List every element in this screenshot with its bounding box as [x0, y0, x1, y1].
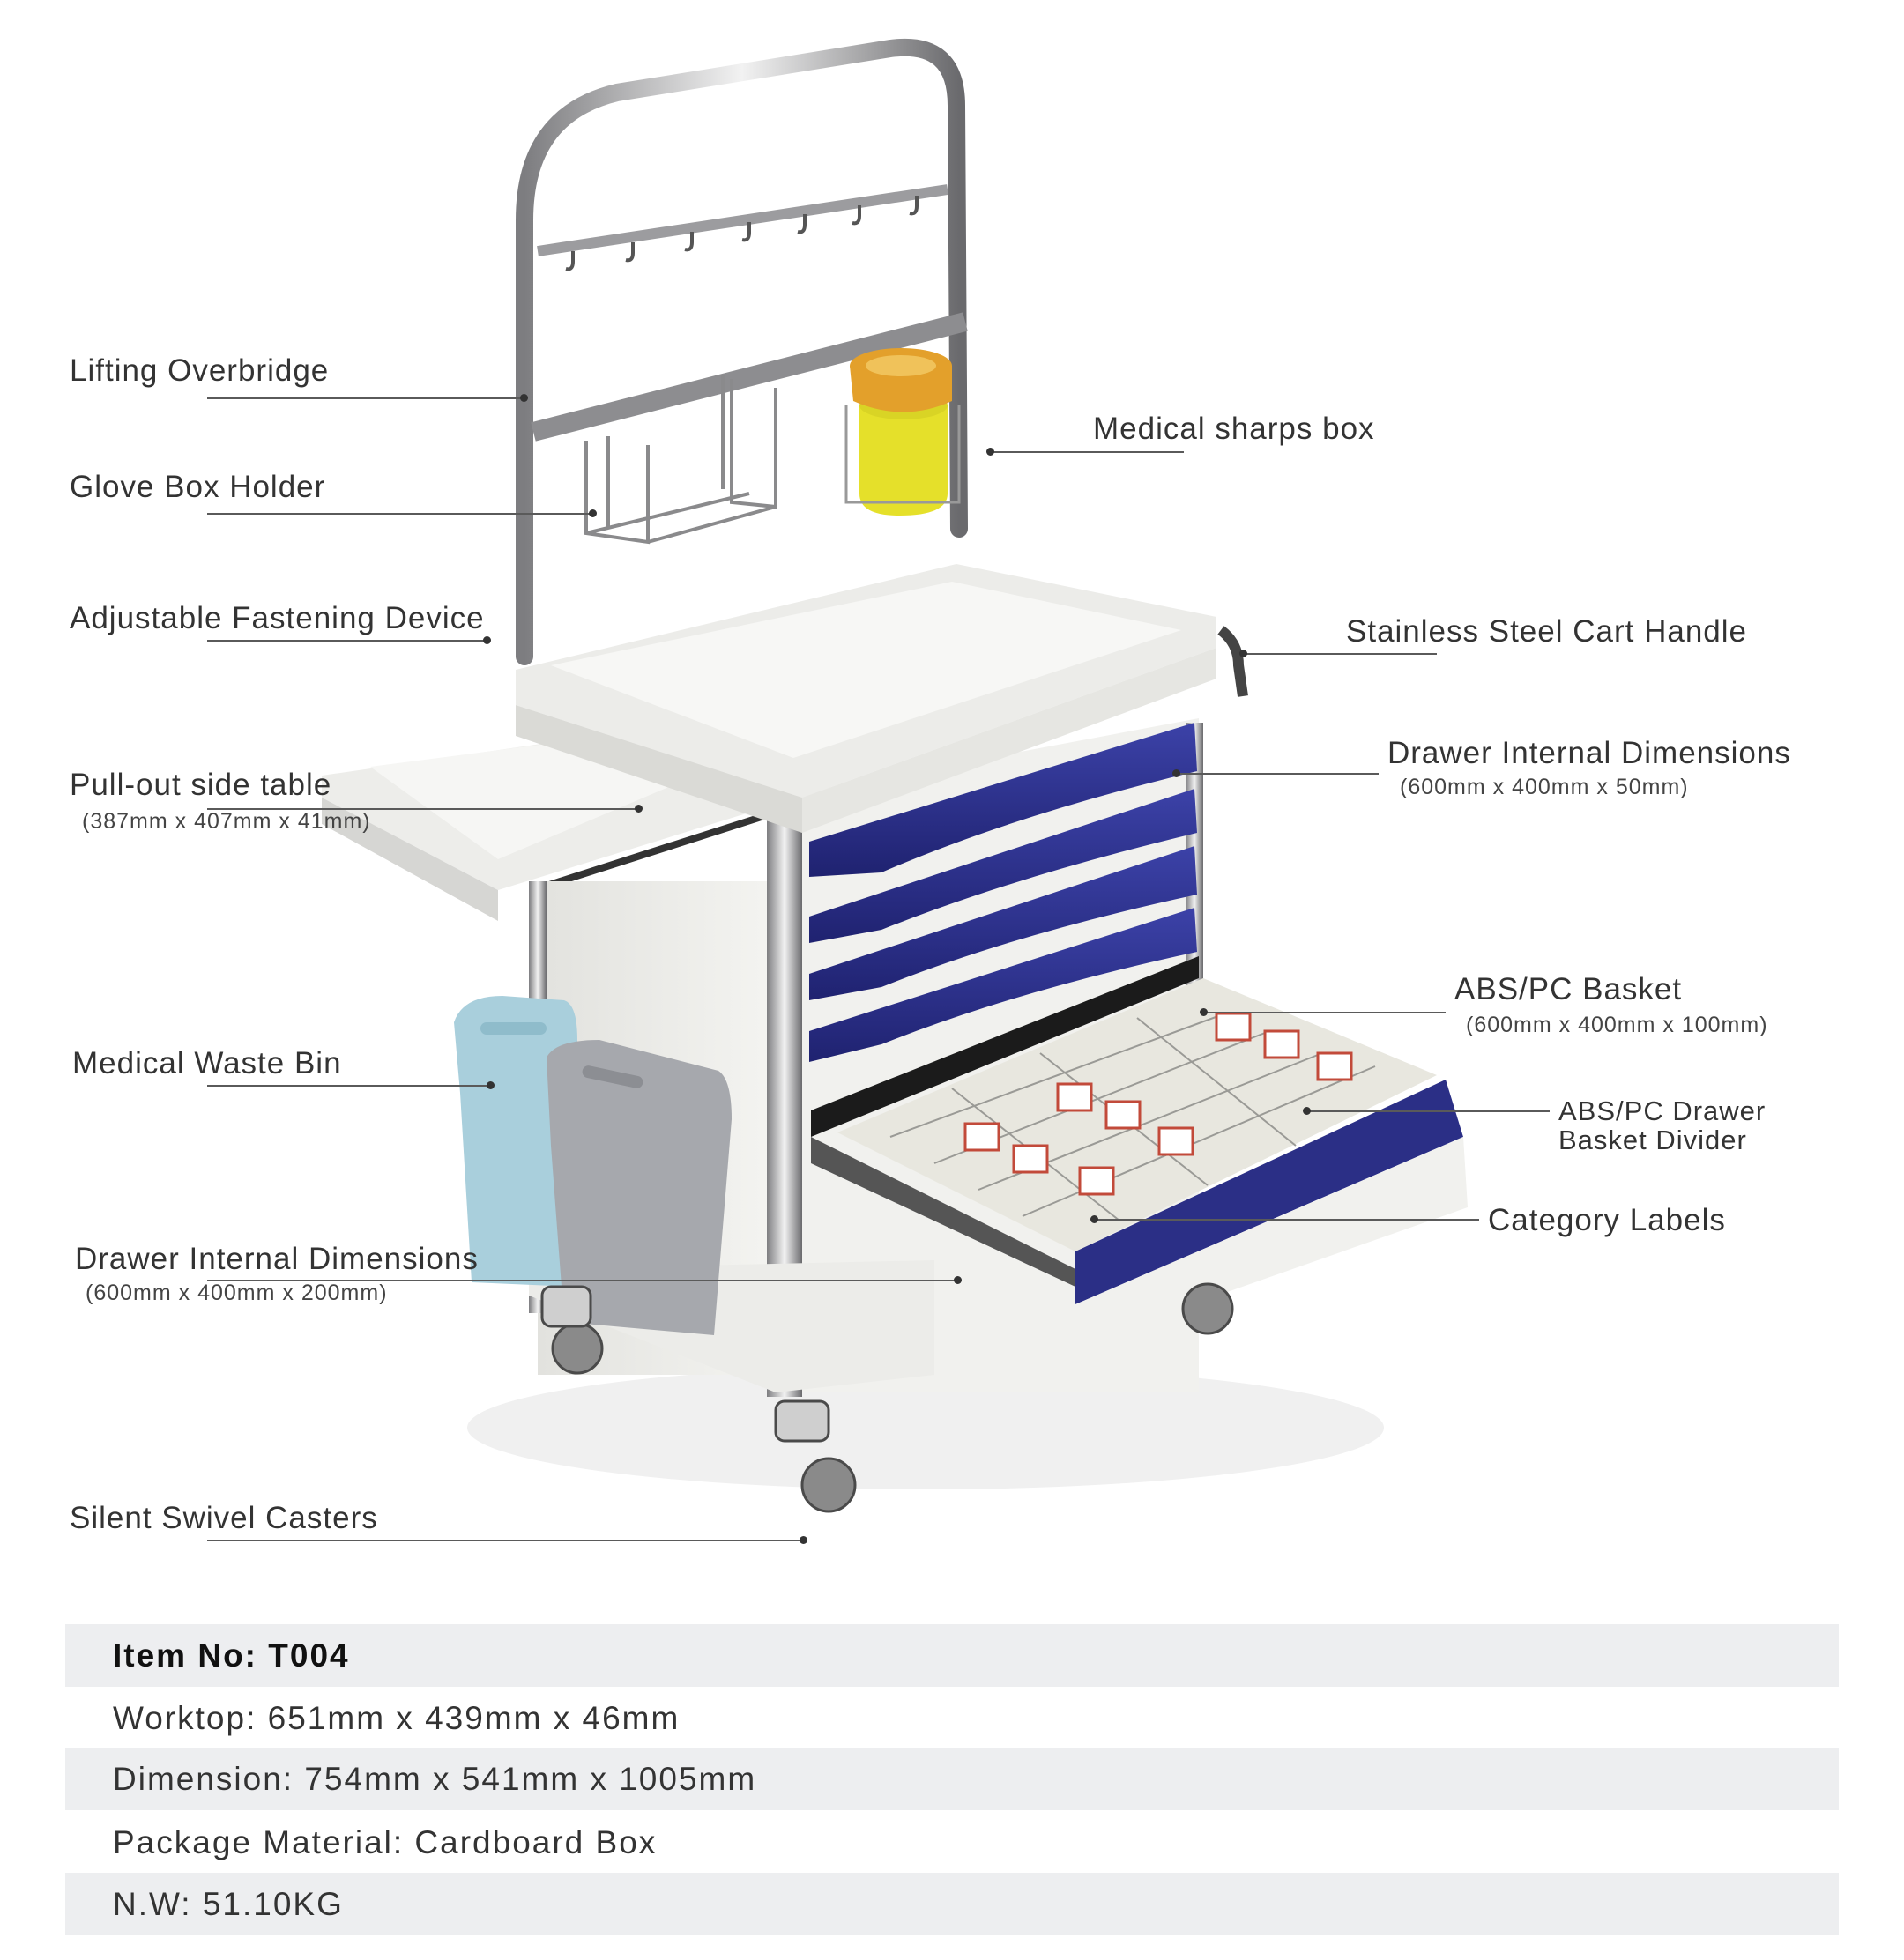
accessory-rail	[531, 312, 968, 442]
leader-line	[207, 1085, 491, 1087]
leader-line	[207, 640, 487, 642]
casters	[540, 1282, 1234, 1513]
leader-dot	[1239, 650, 1247, 657]
callout-basket-divider-line2: Basket Divider	[1558, 1125, 1747, 1155]
leader-dot	[1200, 1008, 1208, 1016]
leader-dot	[986, 448, 994, 456]
leader-line	[990, 451, 1184, 453]
leader-line	[207, 513, 593, 515]
spec-row-worktop: Worktop: 651mm x 439mm x 46mm	[65, 1687, 1839, 1749]
waste-bins	[454, 996, 732, 1335]
leader-line	[207, 1540, 804, 1541]
callout-drawer-internal-small-dim: (600mm x 400mm x 50mm)	[1400, 775, 1689, 799]
leader-line	[207, 1280, 958, 1281]
hook-bar	[537, 184, 948, 256]
overbridge-frame	[516, 38, 968, 665]
callout-glove-box-holder: Glove Box Holder	[70, 470, 326, 504]
leader-line	[1176, 773, 1379, 775]
leader-dot	[1172, 769, 1180, 777]
leader-dot	[635, 805, 643, 813]
floor-shadow	[467, 1366, 1384, 1489]
callout-pullout-side-table: Pull-out side table	[70, 768, 332, 802]
leader-line	[1094, 1219, 1479, 1221]
sharps-box	[844, 348, 961, 516]
worktop-shape	[516, 564, 1248, 833]
leader-dot	[520, 394, 528, 402]
glove-box-wire	[584, 375, 777, 545]
leader-dot	[487, 1081, 495, 1089]
leader-dot	[589, 509, 597, 517]
spec-row-package: Package Material: Cardboard Box	[65, 1811, 1839, 1874]
leader-dot	[483, 636, 491, 644]
callout-drawer-internal-large-dim: (600mm x 400mm x 200mm)	[86, 1281, 388, 1305]
spec-nw: N.W: 51.10KG	[113, 1885, 344, 1922]
spec-worktop: Worktop: 651mm x 439mm x 46mm	[113, 1699, 681, 1736]
callout-silent-casters: Silent Swivel Casters	[70, 1501, 378, 1535]
leader-line	[207, 397, 524, 399]
hooks	[565, 196, 919, 271]
leader-dot	[1303, 1107, 1311, 1115]
callout-basket-divider-line1: ABS/PC Drawer	[1558, 1095, 1766, 1126]
callout-drawer-internal-small: Drawer Internal Dimensions	[1387, 736, 1791, 770]
leader-dot	[1090, 1215, 1098, 1223]
spec-row-dimension: Dimension: 754mm x 541mm x 1005mm	[65, 1748, 1839, 1810]
leader-line	[1306, 1110, 1550, 1112]
open-drawer-shape	[811, 956, 1468, 1344]
leader-line	[1203, 1012, 1446, 1013]
spec-item-no: Item No: T004	[113, 1637, 350, 1674]
spec-row-nw: N.W: 51.10KG	[65, 1873, 1839, 1935]
leader-line	[1243, 653, 1437, 655]
callout-abs-pc-basket-dim: (600mm x 400mm x 100mm)	[1466, 1013, 1768, 1037]
spec-dimension: Dimension: 754mm x 541mm x 1005mm	[113, 1760, 757, 1797]
callout-pullout-side-table-dim: (387mm x 407mm x 41mm)	[82, 809, 371, 834]
callout-category-labels: Category Labels	[1488, 1203, 1726, 1237]
leader-line	[207, 808, 639, 810]
leader-dot	[954, 1276, 962, 1284]
spec-row-item-no: Item No: T004	[65, 1624, 1839, 1687]
callout-adjustable-fastening: Adjustable Fastening Device	[70, 601, 485, 635]
callout-medical-waste-bin: Medical Waste Bin	[72, 1046, 342, 1080]
callout-cart-handle: Stainless Steel Cart Handle	[1346, 614, 1747, 649]
callout-drawer-internal-large: Drawer Internal Dimensions	[75, 1242, 479, 1276]
drawer-handles	[809, 723, 1197, 1062]
spec-package: Package Material: Cardboard Box	[113, 1823, 658, 1860]
callout-lifting-overbridge: Lifting Overbridge	[70, 353, 330, 388]
callout-medical-sharps-box: Medical sharps box	[1093, 412, 1375, 446]
leader-dot	[800, 1536, 807, 1544]
callout-abs-pc-basket: ABS/PC Basket	[1454, 972, 1683, 1006]
